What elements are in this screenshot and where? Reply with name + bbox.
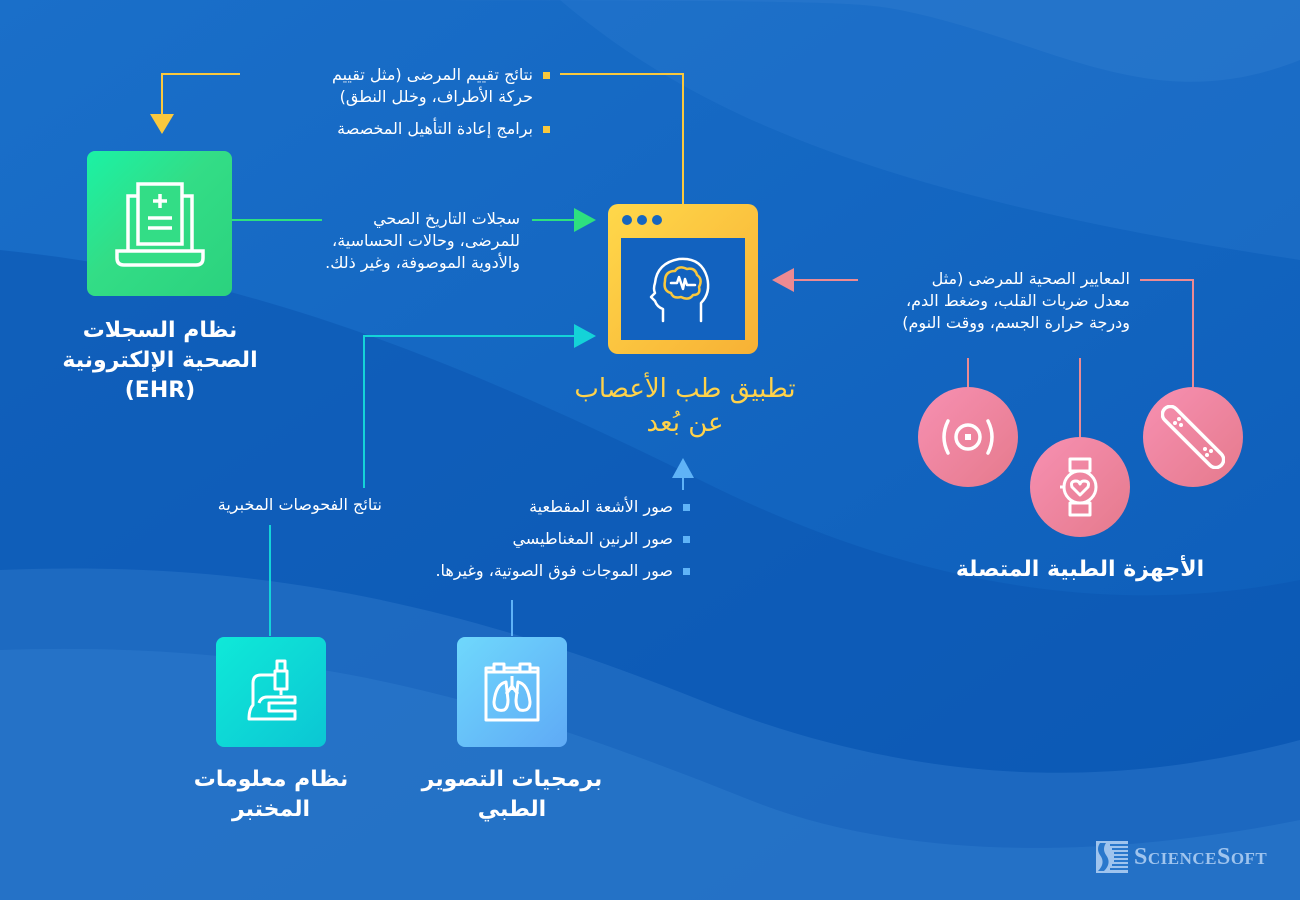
brain-head-app-icon [649, 257, 710, 323]
ehr-title: نظام السجلات الصحية الإلكترونية (EHR) [62, 318, 258, 403]
bullet-icon [543, 126, 550, 133]
lab-system-node [216, 637, 326, 747]
output-text: نتائج تقييم المرضى (مثل تقييم [331, 65, 533, 84]
dot-icon [652, 215, 662, 225]
dot-icon [622, 215, 632, 225]
smartwatch-heart-icon [1060, 457, 1098, 517]
device-smartwatch [1030, 437, 1130, 537]
brand-logo: ScienceSoft [1096, 841, 1267, 873]
lab-to-app-label: نتائج الفحوصات المخبرية [217, 495, 382, 514]
imaging-item-text: صور الرنين المغناطيسي [512, 529, 673, 548]
telehealth-app-node [608, 204, 758, 354]
output-text: برامج إعادة التأهيل المخصصة [337, 119, 533, 138]
imaging-item-text: صور الموجات فوق الصوتية، وغيرها. [435, 561, 673, 580]
list-item: صور الموجات فوق الصوتية، وغيرها. [350, 560, 690, 582]
bullet-icon [683, 504, 690, 511]
ehr-to-app-label: سجلات التاريخ الصحي للمرضى، وحالات الحسا… [325, 209, 520, 272]
imaging-outputs: صور الأشعة المقطعية صور الرنين المغناطيس… [350, 496, 690, 592]
list-item: برامج إعادة التأهيل المخصصة [230, 118, 550, 140]
window-dots [622, 215, 662, 225]
list-item: صور الرنين المغناطيسي [350, 528, 690, 550]
lungs-xray-icon [484, 662, 540, 722]
bullet-icon [683, 536, 690, 543]
imaging-item-text: صور الأشعة المقطعية [529, 497, 673, 516]
app-title: تطبيق طب الأعصاب عن بُعد [574, 374, 796, 438]
laptop-medical-record-icon [114, 181, 205, 267]
imaging-software-node [457, 637, 567, 747]
devices-title: الأجهزة الطبية المتصلة [955, 557, 1205, 582]
device-patch [1143, 387, 1243, 487]
app-screen [621, 238, 745, 340]
output-text: حركة الأطراف، وخلل النطق) [339, 87, 533, 106]
brand-name: ScienceSoft [1134, 843, 1268, 870]
list-item: صور الأشعة المقطعية [350, 496, 690, 518]
dot-icon [637, 215, 647, 225]
bullet-icon [683, 568, 690, 575]
bullet-icon [543, 72, 550, 79]
microscope-icon [247, 659, 297, 721]
app-to-ehr-outputs: نتائج تقييم المرضى (مثل تقييم حركة الأطر… [230, 64, 550, 150]
list-item: نتائج تقييم المرضى (مثل تقييم حركة الأطر… [230, 64, 550, 108]
sensor-icon [942, 419, 994, 455]
device-sensor [918, 387, 1018, 487]
sciencesoft-logo-icon [1096, 841, 1128, 873]
patch-band-icon [1161, 405, 1225, 469]
ehr-node [87, 151, 232, 296]
imaging-title: برمجيات التصوير الطبي [421, 767, 603, 822]
devices-to-app-label: المعايير الصحية للمرضى (مثل معدل ضربات ا… [902, 269, 1130, 332]
lab-title: نظام معلومات المختبر [193, 767, 349, 822]
